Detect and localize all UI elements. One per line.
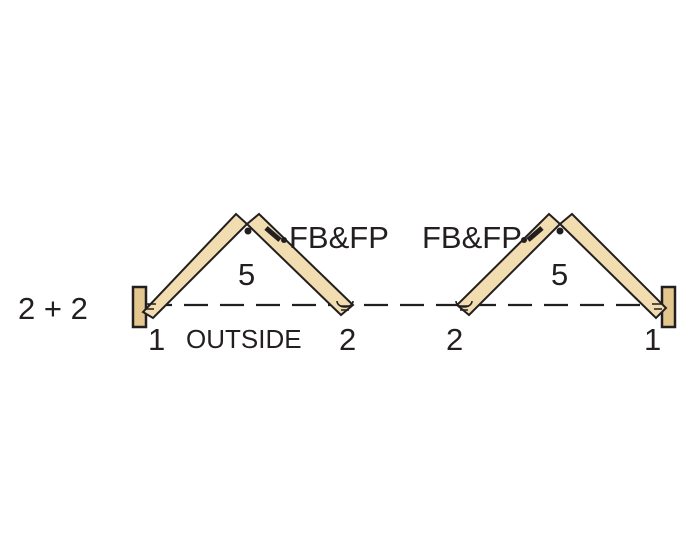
left-inner-panel-number: 2 [339,322,356,357]
right-pivot-mark [455,300,473,308]
left-hardware-label: FB&FP [289,220,389,255]
left-jamb-pivot-mark [146,303,156,310]
left-jamb [131,285,148,329]
right-inner-panel-number: 2 [446,322,463,357]
right-pivot-hatch [459,305,469,311]
left-inner-panel [245,212,355,317]
left-hardware-dot [281,237,287,243]
side-label: OUTSIDE [186,324,302,354]
right-jamb-pivot-mark [652,303,662,310]
left-hinge-dot [244,227,252,235]
right-outer-panel [558,212,668,320]
left-pivot-hatch [340,305,350,311]
left-outer-panel [141,212,249,320]
right-hinge-number: 5 [551,257,568,292]
left-hardware-marker [264,226,282,242]
left-hinge-number: 5 [238,257,255,292]
config-label: 2 + 2 [18,291,88,326]
right-outer-panel-number: 1 [644,322,661,357]
right-hinge-dot [556,227,564,235]
right-hardware-dot [521,237,527,243]
left-pivot-mark [336,300,354,308]
right-hardware-marker [526,226,544,242]
right-hardware-label: FB&FP [422,220,522,255]
left-outer-panel-number: 1 [148,322,165,357]
